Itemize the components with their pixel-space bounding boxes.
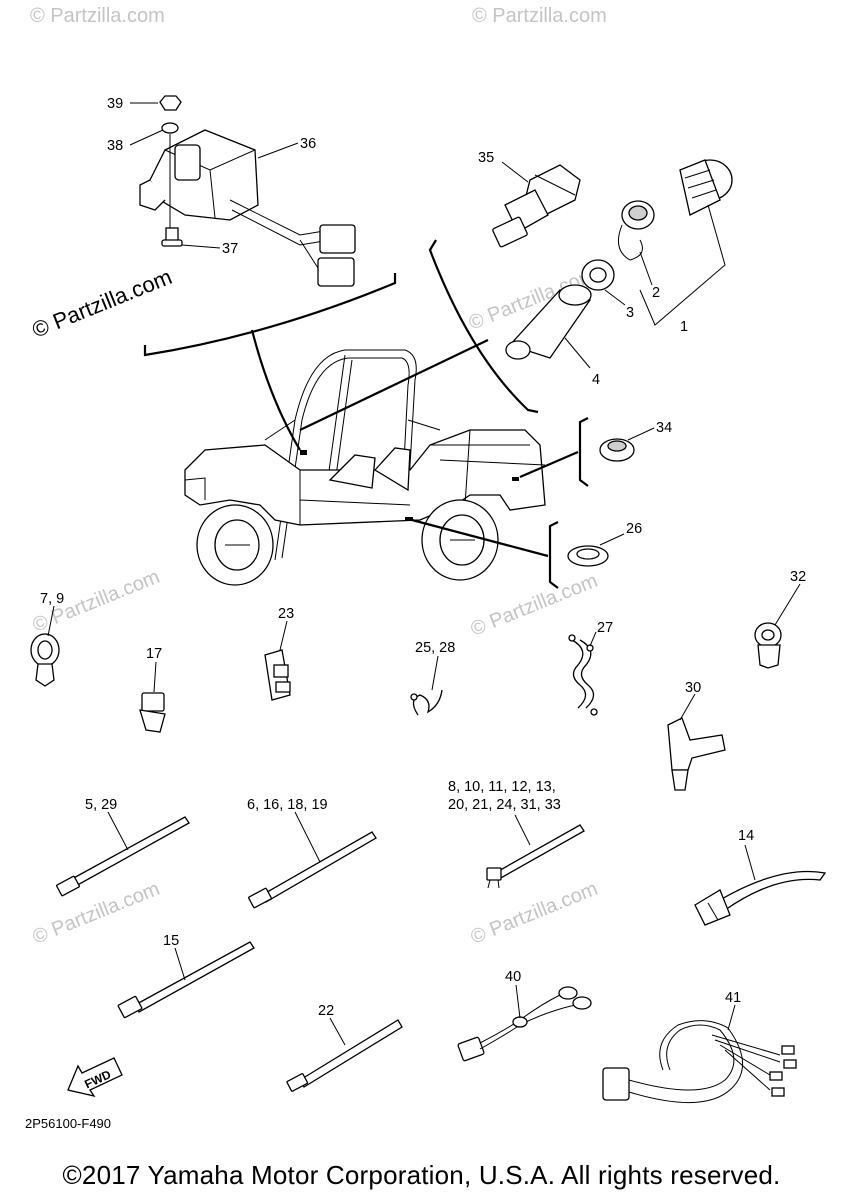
callout-8-line1: 8, 10, 11, 12, 13, (448, 779, 556, 795)
callout-27: 27 (597, 620, 613, 636)
callout-36: 36 (300, 136, 316, 152)
part-27-clamp (571, 639, 587, 709)
callout-5-29: 5, 29 (85, 797, 117, 813)
fwd-arrow-icon: FWD (67, 1057, 123, 1098)
callout-8-line2: 20, 21, 24, 31, 33 (448, 797, 561, 813)
part-35-sensor (492, 164, 581, 248)
callout-40: 40 (505, 969, 521, 985)
part-22-cable-tie (286, 1019, 403, 1092)
part-15-cable-tie (117, 941, 255, 1019)
callout-30: 30 (685, 680, 701, 696)
part-4-cover (505, 284, 592, 360)
part-30-clip (667, 717, 726, 791)
callout-6-16-18-19: 6, 16, 18, 19 (247, 797, 328, 813)
callout-7-9: 7, 9 (40, 591, 64, 607)
watermark-right-2: © Partzilla.com (468, 878, 601, 949)
part-14-cable-tie (694, 870, 827, 926)
part-40-sub-harness (457, 986, 592, 1062)
part-8-cable-tie (486, 824, 585, 889)
part-39-nut (159, 95, 182, 111)
part-36-switch-assembly (139, 129, 356, 287)
callout-25-28: 25, 28 (415, 640, 455, 656)
callout-2: 2 (652, 285, 660, 301)
copyright-footer: ©2017 Yamaha Motor Corporation, U.S.A. A… (62, 1160, 781, 1190)
part-32-clip (754, 622, 782, 669)
watermark-top-right: © Partzilla.com (472, 5, 607, 27)
part-38-washer (161, 122, 179, 134)
watermark-right-1: © Partzilla.com (468, 570, 601, 641)
diagram-code: 2P56100-F490 (25, 1116, 111, 1131)
part-25-28-clamp (412, 689, 443, 716)
callout-22: 22 (318, 1003, 334, 1019)
callout-15: 15 (163, 933, 179, 949)
watermark-left-2: © Partzilla.com (30, 878, 163, 949)
callout-35: 35 (478, 150, 494, 166)
part-6-16-18-19-cable-tie (248, 831, 377, 909)
callout-4: 4 (592, 372, 600, 388)
callout-3: 3 (626, 305, 634, 321)
part-23-holder (264, 649, 291, 701)
callout-1: 1 (680, 319, 688, 335)
callout-38: 38 (107, 138, 123, 154)
part-17-clip (139, 692, 166, 733)
part-5-29-cable-tie (56, 816, 190, 897)
part-37-screw (161, 227, 183, 247)
part-2-cap (617, 200, 655, 261)
part-41-sub-harness (602, 1020, 797, 1104)
part-1-socket (679, 159, 733, 216)
callout-41: 41 (725, 990, 741, 1006)
vehicle-outline (184, 349, 546, 586)
part-3-nut (581, 259, 615, 291)
callout-34: 34 (656, 420, 672, 436)
callout-39: 39 (107, 96, 123, 112)
watermark-main: © Partzilla.com (29, 264, 176, 343)
callout-26: 26 (626, 521, 642, 537)
callout-32: 32 (790, 569, 806, 585)
callout-14: 14 (738, 828, 754, 844)
part-7-9-clip (30, 633, 60, 687)
callout-37: 37 (222, 241, 238, 257)
watermark-top-left: © Partzilla.com (30, 5, 165, 27)
callout-23: 23 (278, 606, 294, 622)
callout-17: 17 (146, 646, 162, 662)
